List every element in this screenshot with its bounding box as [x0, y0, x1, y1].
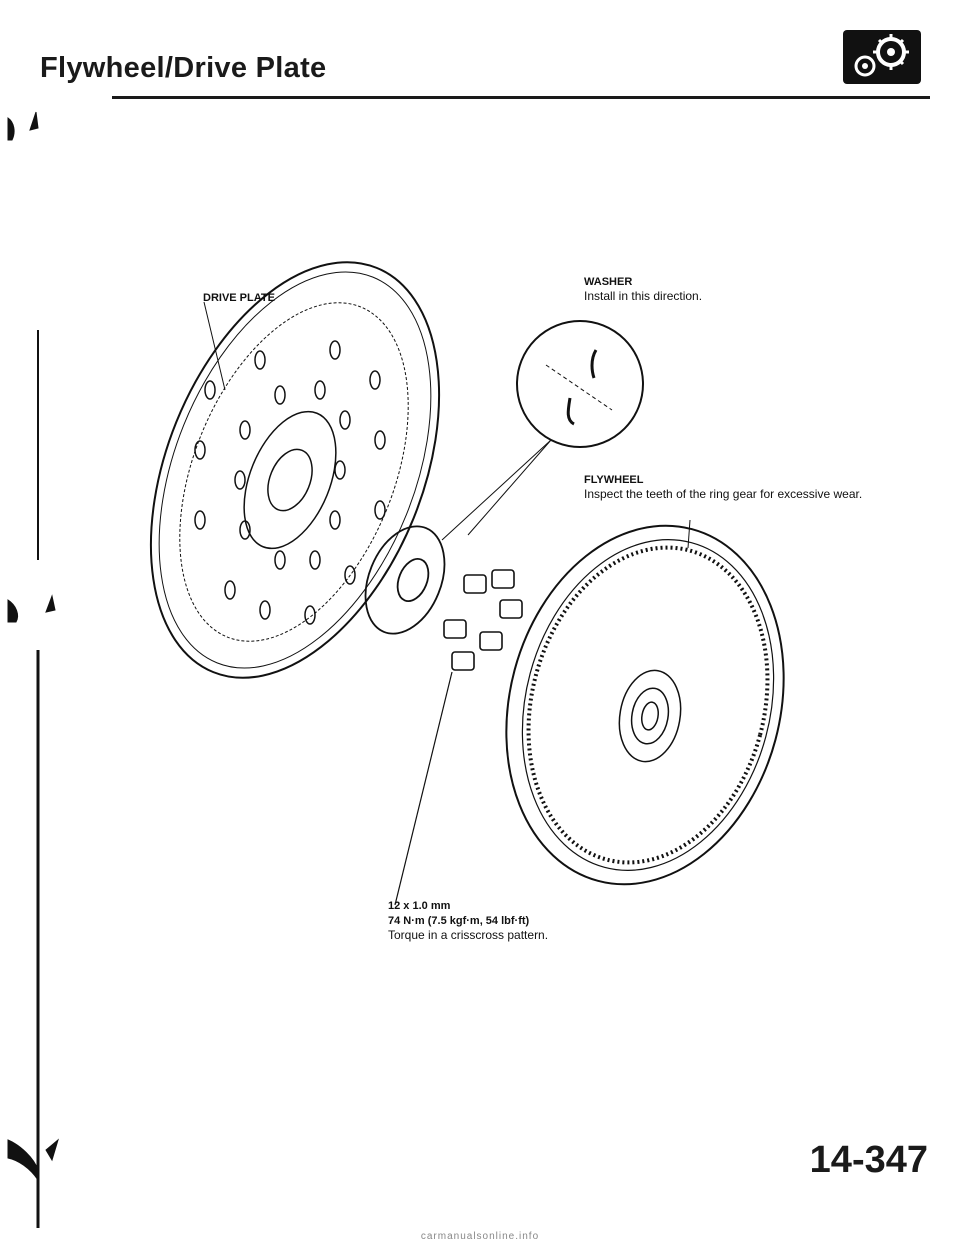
binding-marks: [7, 111, 59, 1242]
bolt-torque: 74 N·m (7.5 kgf·m, 54 lbf·ft): [388, 915, 530, 927]
bolt-note: Torque in a crisscross pattern.: [388, 928, 549, 942]
watermark: carmanualsonline.info: [420, 1231, 540, 1242]
bolts: [443, 569, 523, 671]
page-number: 14-347: [809, 1139, 928, 1181]
bolt-leader: [394, 671, 453, 906]
washer-title: WASHER: [584, 276, 633, 288]
flywheel-title: FLYWHEEL: [584, 474, 644, 486]
flywheel-label: FLYWHEEL Inspect the teeth of the ring g…: [584, 472, 862, 501]
flywheel: [505, 519, 785, 886]
washer: [364, 525, 446, 635]
washer-note: Install in this direction.: [584, 289, 703, 303]
page-title: Flywheel/Drive Plate: [40, 52, 327, 84]
washer-detail-circle: [441, 320, 644, 541]
engine-gears-icon: [843, 30, 921, 84]
drive-plate-label: DRIVE PLATE: [203, 292, 275, 304]
bolt-spec-label: 12 x 1.0 mm 74 N·m (7.5 kgf·m, 54 lbf·ft…: [388, 898, 548, 942]
bolt-size: 12 x 1.0 mm: [388, 900, 451, 912]
drive-plate: [149, 261, 441, 679]
washer-label: WASHER Install in this direction.: [584, 274, 702, 303]
flywheel-note: Inspect the teeth of the ring gear for e…: [584, 487, 863, 501]
footer-strip: [0, 1228, 960, 1242]
title-rule: [112, 96, 930, 99]
